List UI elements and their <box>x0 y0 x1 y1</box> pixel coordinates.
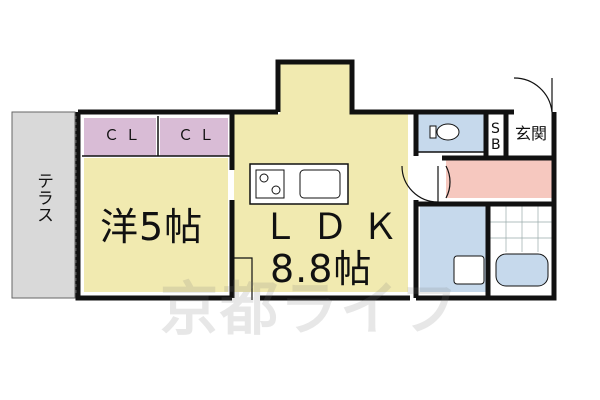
closet-2 <box>160 118 228 156</box>
sink <box>299 169 341 199</box>
thin-partitions <box>82 116 484 157</box>
closet-1-label: ＣＬ <box>104 126 147 144</box>
hallway <box>446 158 552 198</box>
shoe-box-s-label: S <box>491 121 500 137</box>
ldk-alcove <box>280 64 350 116</box>
ldk-label: ＬＤＫ <box>262 207 413 248</box>
washbasin <box>453 255 485 285</box>
western-room-floor <box>84 158 228 292</box>
door-swings <box>232 77 553 300</box>
closet-2-label: ＣＬ <box>178 126 221 144</box>
entrance-label: 玄関 <box>515 124 548 143</box>
walls <box>75 59 557 301</box>
shoe-box-b-label: B <box>491 137 501 153</box>
western-room-label: 洋5帖 <box>100 205 204 249</box>
terrace-label: テラス <box>33 172 53 223</box>
entrance-area <box>510 118 552 154</box>
watermark: 京都ライフ <box>160 275 461 343</box>
toilet-fixture <box>436 123 460 141</box>
closet-1 <box>84 118 156 156</box>
bath-tiles <box>490 206 552 252</box>
stove <box>255 169 285 199</box>
ldk-size-label: 8.8帖 <box>270 247 373 291</box>
bathtub <box>495 253 549 287</box>
terrace-area <box>11 111 76 299</box>
